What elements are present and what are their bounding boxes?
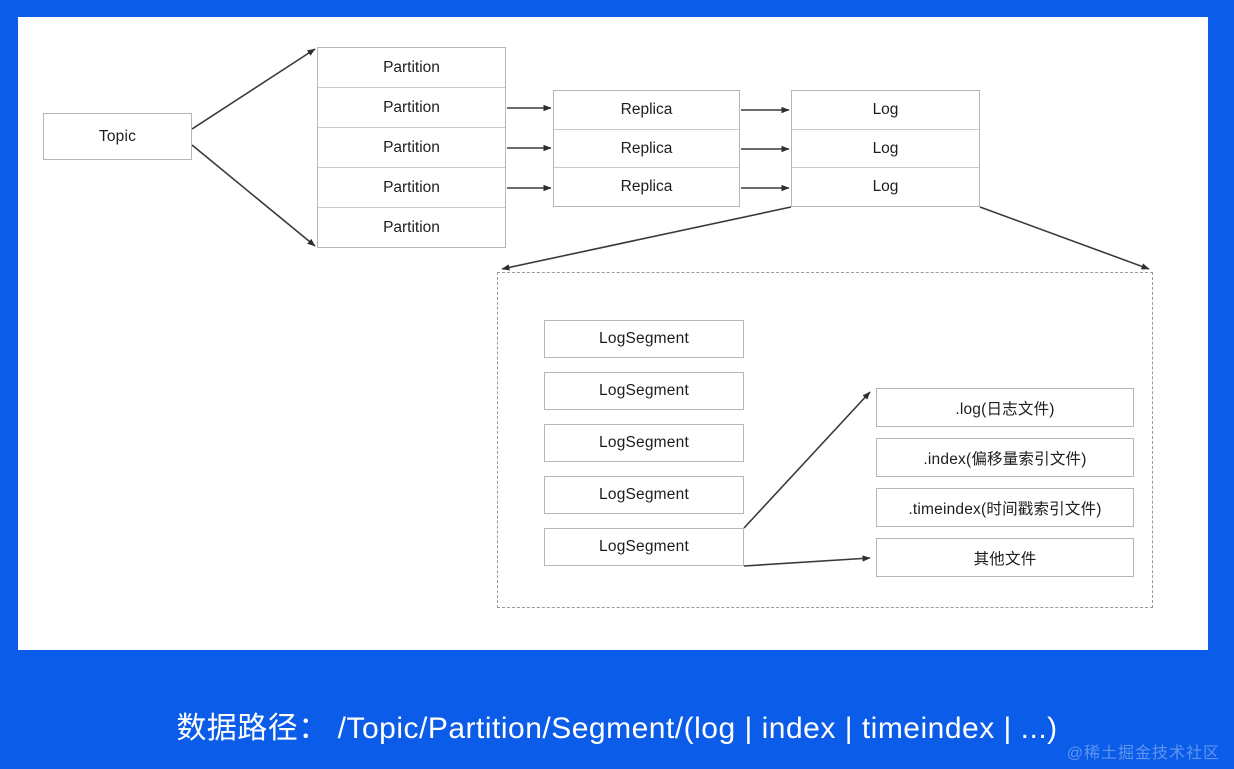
partition-label: Partition	[383, 138, 440, 156]
partition-label: Partition	[383, 58, 440, 76]
data-path-caption: 数据路径： /Topic/Partition/Segment/(log | in…	[176, 712, 1058, 745]
connector-partition-to-replica	[507, 104, 552, 192]
file-box-other[interactable]: 其他文件	[876, 538, 1134, 577]
connector-replica-to-log	[741, 106, 790, 192]
replica-stack[interactable]: Replica Replica Replica	[553, 90, 740, 207]
partition-label: Partition	[383, 98, 440, 116]
logsegment-label: LogSegment	[599, 434, 689, 451]
partition-cell[interactable]: Partition	[318, 208, 505, 247]
partition-cell[interactable]: Partition	[318, 128, 505, 168]
connector-log-to-segments	[501, 206, 1150, 271]
log-cell[interactable]: Log	[792, 168, 979, 206]
file-box-index[interactable]: .index(偏移量索引文件)	[876, 438, 1134, 477]
logsegment-label: LogSegment	[599, 538, 689, 555]
replica-label: Replica	[620, 100, 673, 118]
log-label: Log	[872, 178, 899, 196]
replica-label: Replica	[620, 139, 673, 157]
partition-label: Partition	[383, 218, 440, 236]
replica-label: Replica	[620, 178, 673, 196]
file-label: .index(偏移量索引文件)	[923, 450, 1087, 468]
log-stack[interactable]: Log Log Log	[791, 90, 980, 207]
log-label: Log	[872, 100, 899, 118]
logsegment-box[interactable]: LogSegment	[544, 476, 744, 514]
logsegment-box[interactable]: LogSegment	[544, 320, 744, 358]
logsegment-label: LogSegment	[599, 382, 689, 399]
file-label: .timeindex(时间戳索引文件)	[908, 500, 1102, 518]
topic-node[interactable]: Topic	[43, 113, 192, 160]
logsegment-box[interactable]: LogSegment	[544, 372, 744, 410]
partition-stack[interactable]: Partition Partition Partition Partition …	[317, 47, 506, 248]
watermark: @稀土掘金技术社区	[1066, 745, 1220, 762]
log-cell[interactable]: Log	[792, 91, 979, 130]
partition-cell[interactable]: Partition	[318, 88, 505, 128]
logsegment-group-container	[497, 272, 1153, 608]
logsegment-box[interactable]: LogSegment	[544, 424, 744, 462]
file-label: .log(日志文件)	[955, 400, 1055, 418]
file-box-timeindex[interactable]: .timeindex(时间戳索引文件)	[876, 488, 1134, 527]
topic-label: Topic	[98, 127, 137, 145]
connector-topic-to-partition	[191, 48, 316, 247]
logsegment-box[interactable]: LogSegment	[544, 528, 744, 566]
replica-cell[interactable]: Replica	[554, 168, 739, 206]
partition-cell[interactable]: Partition	[318, 48, 505, 88]
diagram-canvas: Topic Partition Partition Partition Part…	[18, 17, 1208, 650]
replica-cell[interactable]: Replica	[554, 91, 739, 130]
file-label: 其他文件	[973, 550, 1037, 568]
log-label: Log	[872, 139, 899, 157]
logsegment-label: LogSegment	[599, 330, 689, 347]
log-cell[interactable]: Log	[792, 130, 979, 169]
logsegment-label: LogSegment	[599, 486, 689, 503]
partition-label: Partition	[383, 178, 440, 196]
partition-cell[interactable]: Partition	[318, 168, 505, 208]
file-box-log[interactable]: .log(日志文件)	[876, 388, 1134, 427]
replica-cell[interactable]: Replica	[554, 130, 739, 169]
